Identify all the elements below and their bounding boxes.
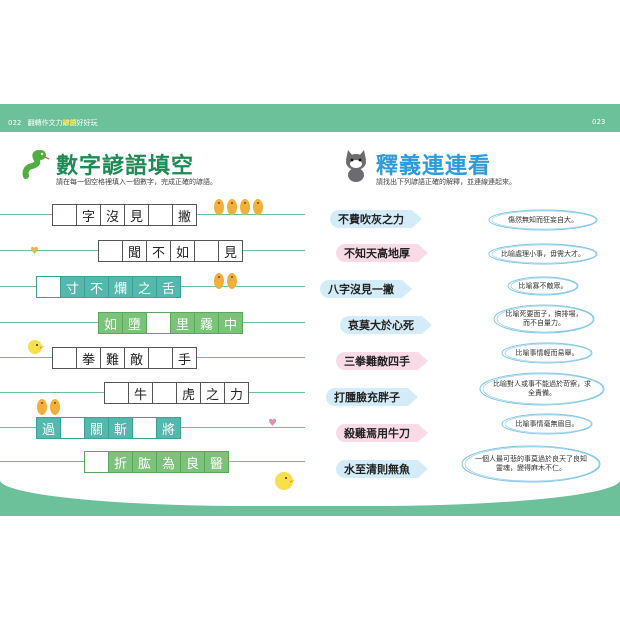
char-cell: 難 xyxy=(100,347,125,369)
meaning-oval[interactable]: 比喻死要面子，搞排場，而不自量力。 xyxy=(492,304,596,334)
char-cell: 不 xyxy=(146,240,171,262)
proverb-fish[interactable]: 殺雞焉用牛刀 xyxy=(336,423,428,443)
series-prefix: 翻轉作文力 xyxy=(27,119,63,127)
chick-icon xyxy=(272,470,296,496)
blank-cell[interactable] xyxy=(52,347,77,369)
char-cell: 里 xyxy=(170,312,195,334)
char-cell: 將 xyxy=(156,417,181,439)
proverb-fish[interactable]: 水至清則無魚 xyxy=(336,459,428,479)
duckling-group-icon xyxy=(213,196,265,220)
proverb-fish[interactable]: 八字沒見一撇 xyxy=(320,279,412,299)
char-cell: 拳 xyxy=(76,347,101,369)
proverb-row-7: 過 關 斬 將 xyxy=(36,415,181,441)
char-cell: 撇 xyxy=(172,204,197,226)
meaning-oval[interactable]: 比喻事情輕而易舉。 xyxy=(500,342,594,364)
right-title: 釋義連連看 xyxy=(376,154,492,179)
blank-cell[interactable] xyxy=(36,276,61,298)
duckling-pair-icon xyxy=(36,396,62,420)
snake-icon xyxy=(22,150,54,180)
char-cell: 力 xyxy=(224,382,249,404)
char-cell: 爛 xyxy=(108,276,133,298)
char-cell: 為 xyxy=(156,451,181,473)
blank-cell[interactable] xyxy=(52,204,77,226)
char-cell: 折 xyxy=(108,451,133,473)
meaning-oval[interactable]: 一個人最可悲的事莫過於良天了良知靈魂，變得麻木不仁。 xyxy=(460,445,602,483)
char-cell: 關 xyxy=(84,417,109,439)
char-cell: 聞 xyxy=(122,240,147,262)
heart-icon: ♥ xyxy=(30,246,39,257)
char-cell: 霧 xyxy=(194,312,219,334)
blank-cell[interactable] xyxy=(194,240,219,262)
char-cell: 肱 xyxy=(132,451,157,473)
char-cell: 不 xyxy=(84,276,109,298)
char-cell: 中 xyxy=(218,312,243,334)
proverb-fish[interactable]: 哀莫大於心死 xyxy=(340,315,432,335)
blank-cell[interactable] xyxy=(132,417,157,439)
page-number-left: 022 xyxy=(8,119,22,127)
series-suffix: 好好玩 xyxy=(76,119,98,127)
char-cell: 手 xyxy=(172,347,197,369)
char-cell: 敵 xyxy=(124,347,149,369)
blank-cell[interactable] xyxy=(152,382,177,404)
char-cell: 見 xyxy=(124,204,149,226)
blank-cell[interactable] xyxy=(148,347,173,369)
proverb-fish[interactable]: 三拳難敵四手 xyxy=(336,351,428,371)
char-cell: 如 xyxy=(170,240,195,262)
heart-icon: ♥ xyxy=(268,418,277,429)
char-cell: 之 xyxy=(200,382,225,404)
proverb-row-2: 聞 不 如 見 xyxy=(98,238,243,264)
series-highlight: 諺語 xyxy=(62,119,77,127)
proverb-row-6: 牛 虎 之 力 xyxy=(104,380,249,406)
duckling-pair-icon xyxy=(213,270,239,294)
proverb-row-8: 折 肱 為 良 醫 xyxy=(84,449,229,475)
meaning-oval[interactable]: 傷然無知而狂妄自大。 xyxy=(487,209,599,231)
proverb-row-4: 如 墮 里 霧 中 xyxy=(98,310,243,336)
proverb-fish[interactable]: 打腫臉充胖子 xyxy=(326,387,418,407)
char-cell: 見 xyxy=(218,240,243,262)
char-cell: 字 xyxy=(76,204,101,226)
meaning-oval[interactable]: 比喻對人或事不能過於苛察，求全責備。 xyxy=(478,372,606,406)
char-cell: 舌 xyxy=(156,276,181,298)
blank-cell[interactable] xyxy=(98,240,123,262)
blank-cell[interactable] xyxy=(104,382,129,404)
proverb-row-1: 字 沒 見 撇 xyxy=(52,202,197,228)
char-cell: 墮 xyxy=(122,312,147,334)
left-title: 數字諺語填空 xyxy=(56,154,195,179)
proverb-fish[interactable]: 不知天高地厚 xyxy=(336,243,428,263)
left-instruction: 請在每一個空格裡填入一個數字，完成正確的諺語。 xyxy=(56,178,217,186)
char-cell: 牛 xyxy=(128,382,153,404)
proverb-fish[interactable]: 不費吹灰之力 xyxy=(330,209,422,229)
header-left: 022 翻轉作文力諺語好好玩 xyxy=(8,118,98,128)
meaning-oval[interactable]: 比喻處理小事，毋需大才。 xyxy=(487,243,599,265)
char-cell: 過 xyxy=(36,417,61,439)
proverb-row-5: 拳 難 敵 手 xyxy=(52,345,197,371)
blank-cell[interactable] xyxy=(84,451,109,473)
char-cell: 良 xyxy=(180,451,205,473)
chick-icon xyxy=(24,338,46,360)
blank-cell[interactable] xyxy=(60,417,85,439)
blank-cell[interactable] xyxy=(146,312,171,334)
char-cell: 之 xyxy=(132,276,157,298)
char-cell: 斬 xyxy=(108,417,133,439)
char-cell: 醫 xyxy=(204,451,229,473)
char-cell: 虎 xyxy=(176,382,201,404)
blank-cell[interactable] xyxy=(148,204,173,226)
proverb-row-3: 寸 不 爛 之 舌 xyxy=(36,274,181,300)
char-cell: 如 xyxy=(98,312,123,334)
book-spread xyxy=(0,104,620,516)
cat-icon xyxy=(342,148,370,182)
meaning-oval[interactable]: 比喻事情毫無眉目。 xyxy=(500,413,594,435)
page-number-right: 023 xyxy=(592,118,606,126)
char-cell: 寸 xyxy=(60,276,85,298)
char-cell: 沒 xyxy=(100,204,125,226)
meaning-oval[interactable]: 比喻寡不敵眾。 xyxy=(506,276,580,296)
right-instruction: 請找出下列諺語正確的解釋，並連線連起來。 xyxy=(376,178,516,186)
